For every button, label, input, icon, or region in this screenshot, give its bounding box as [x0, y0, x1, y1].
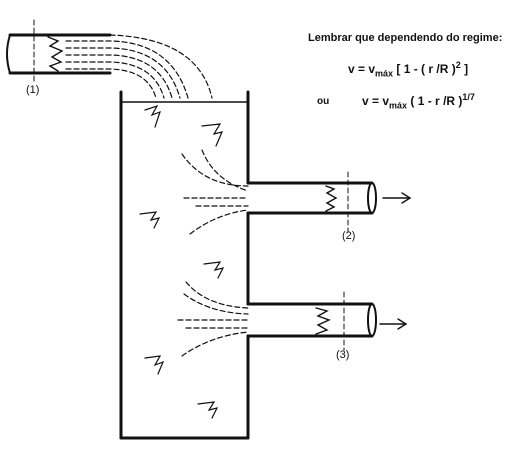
inlet-streamlines	[65, 34, 213, 99]
eq1-body: [ 1 - ( r /R )	[396, 62, 456, 76]
laminar-velocity-equation: v = vmáx [ 1 - ( r /R )2 ]	[348, 60, 468, 78]
section-label-3: (3)	[336, 349, 350, 361]
outlet-3-streamlines	[177, 281, 249, 357]
eq1-prefix: v = v	[348, 62, 376, 76]
flow-arrow-icon	[379, 318, 408, 330]
eq1-exponent: 2	[455, 60, 461, 70]
outlet-pipe-2	[246, 171, 377, 233]
eq2-body: ( 1 - r /R )	[410, 94, 463, 108]
outlet-2-velocity-profile-icon	[325, 185, 338, 212]
eq1-close: ]	[464, 62, 469, 76]
eq2-exponent: 1/7	[462, 92, 475, 102]
turbulent-velocity-equation: v = vmáx ( 1 - r /R )1/7	[362, 92, 475, 110]
outlet-pipe-3	[246, 291, 377, 351]
eq1-subscript: máx	[375, 68, 394, 79]
or-label: ou	[317, 96, 330, 107]
tank	[119, 90, 250, 440]
inlet-velocity-profile-icon	[47, 36, 64, 72]
section-label-1: (1)	[26, 84, 40, 96]
outlet-2-streamlines	[181, 149, 249, 235]
eq2-subscript: máx	[389, 100, 408, 111]
flow-arrow-icon	[382, 192, 412, 204]
free-surface-mark-icon	[139, 104, 225, 419]
section-label-2: (2)	[342, 230, 356, 242]
eq2-prefix: v = v	[362, 94, 390, 108]
outlet-3-velocity-profile-icon	[315, 307, 331, 335]
inlet-pipe	[6, 19, 112, 85]
regime-note-header: Lembrar que dependendo do regime:	[308, 32, 503, 44]
